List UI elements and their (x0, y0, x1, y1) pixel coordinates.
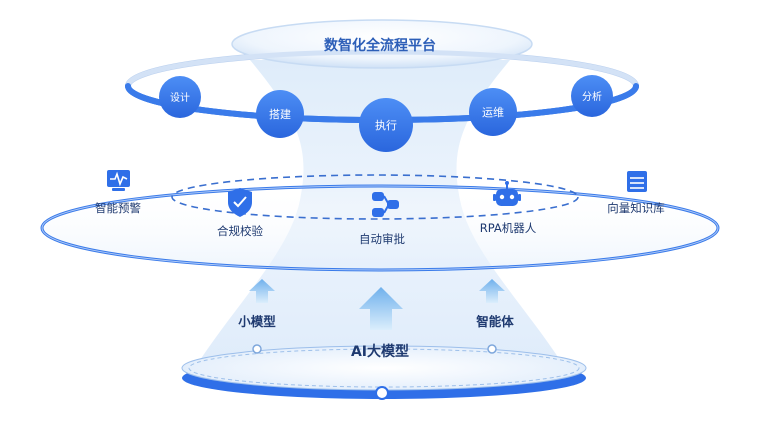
connector-dot-left (252, 344, 262, 354)
connector-dot-right (487, 344, 497, 354)
stage-node-build[interactable]: 搭建 (256, 90, 304, 138)
stage-node-operate[interactable]: 运维 (469, 88, 517, 136)
top-disc (231, 19, 533, 69)
capability-label-compliance: 合规校验 (217, 224, 263, 238)
arrow-up-left-icon (249, 279, 275, 303)
stage-label: 执行 (375, 118, 397, 132)
connector-dot-bottom (375, 386, 389, 400)
agent-label: 智能体 (475, 314, 514, 329)
small-model-label: 小模型 (237, 314, 276, 329)
top-ring-highlight (125, 49, 639, 87)
capability-label-approval: 自动审批 (359, 232, 405, 246)
stage-node-analyze[interactable]: 分析 (571, 75, 613, 117)
monitor-pulse-icon (107, 170, 130, 191)
robot-icon (493, 181, 521, 206)
inner-dashed-orbit (171, 174, 579, 220)
capability-label-alert: 智能预警 (95, 201, 141, 215)
stage-node-design[interactable]: 设计 (159, 76, 201, 118)
stage-label: 运维 (482, 106, 504, 119)
stage-label: 设计 (170, 91, 190, 104)
capability-label-knowledge: 向量知识库 (607, 201, 665, 215)
stage-label: 搭建 (269, 107, 291, 121)
arrow-up-center-icon (359, 287, 403, 330)
flow-nodes-icon (372, 192, 399, 217)
capability-label-rpa: RPA机器人 (480, 221, 537, 235)
stage-node-execute[interactable]: 执行 (359, 98, 413, 152)
shield-check-icon (228, 188, 252, 217)
database-icon (627, 171, 647, 192)
arrow-up-right-icon (479, 279, 505, 303)
ai-large-model-title: AI大模型 (351, 343, 409, 360)
platform-title: 数智化全流程平台 (324, 37, 436, 54)
stage-label: 分析 (582, 90, 602, 103)
